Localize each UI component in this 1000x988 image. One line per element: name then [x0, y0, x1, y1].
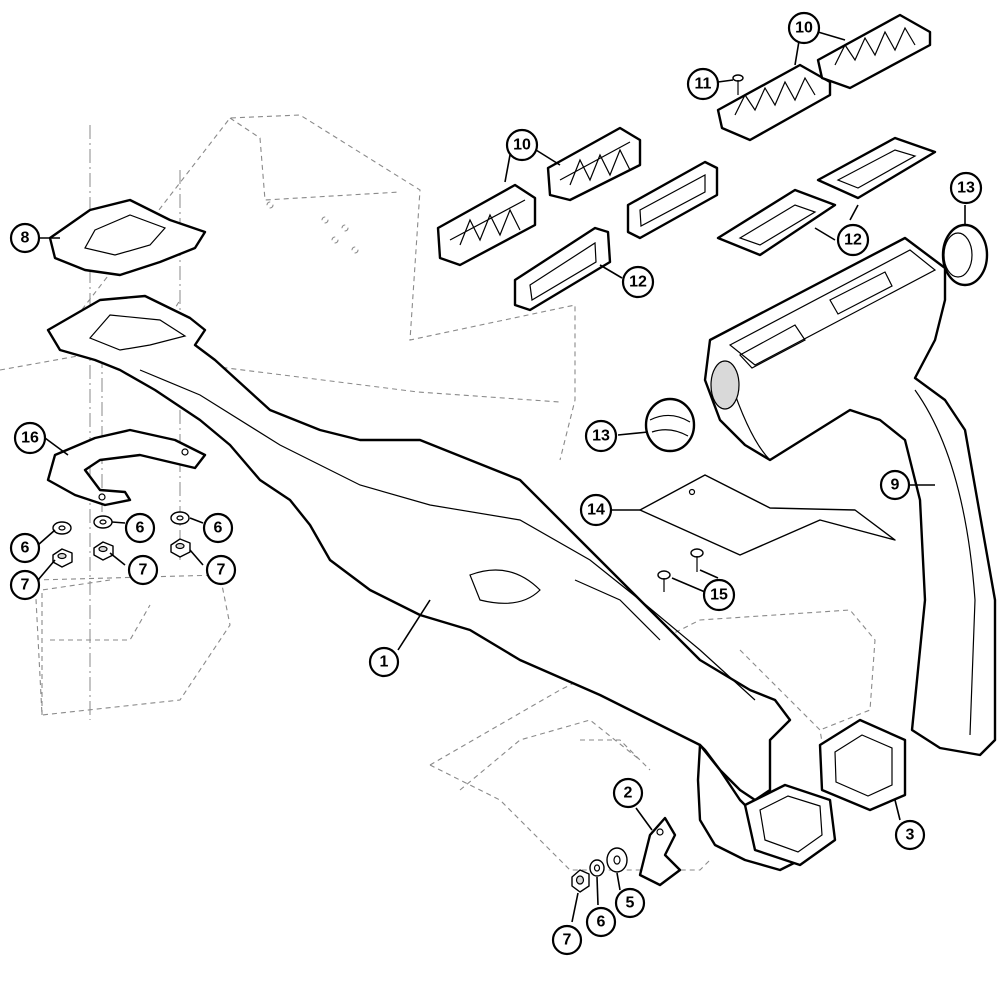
main-floor-duct: [46, 294, 802, 872]
callout-13: 13: [949, 171, 983, 205]
callout-9: 9: [879, 469, 911, 501]
callout-8: 8: [9, 222, 41, 254]
svg-text:7: 7: [21, 577, 30, 594]
svg-text:12: 12: [629, 274, 647, 291]
callout-7: 7: [551, 924, 583, 956]
callout-6: 6: [585, 906, 617, 938]
svg-text:3: 3: [906, 827, 915, 844]
outlet-bezel-3: [743, 718, 907, 867]
callout-11: 11: [686, 67, 720, 101]
svg-text:6: 6: [136, 520, 145, 537]
callout-14: 14: [579, 493, 613, 527]
svg-text:5: 5: [626, 895, 635, 912]
svg-text:6: 6: [597, 914, 606, 931]
vent-gaskets: [513, 136, 937, 312]
callout-6: 6: [124, 512, 156, 544]
callout-1: 1: [368, 646, 400, 678]
vent-louvre-set: [436, 13, 932, 267]
svg-text:6: 6: [214, 520, 223, 537]
svg-text:11: 11: [695, 76, 712, 93]
fastener-set-left: [52, 511, 191, 568]
svg-text:15: 15: [710, 587, 728, 604]
upper-gasket: [48, 198, 207, 277]
callout-10: 10: [787, 11, 821, 45]
bolts-15: [657, 548, 704, 592]
callout-10: 10: [505, 128, 539, 162]
callout-7: 7: [127, 554, 159, 586]
svg-text:7: 7: [139, 562, 148, 579]
svg-text:7: 7: [217, 562, 226, 579]
svg-text:13: 13: [592, 428, 610, 445]
callout-7: 7: [205, 554, 237, 586]
callout-5: 5: [614, 887, 646, 919]
leader-lines: [37, 31, 966, 923]
callout-6: 6: [202, 512, 234, 544]
fastener-set-right: [571, 847, 628, 893]
screw-11: [732, 74, 744, 95]
callout-13: 13: [584, 419, 618, 453]
svg-text:13: 13: [957, 180, 975, 197]
svg-text:1: 1: [380, 654, 389, 671]
svg-text:14: 14: [587, 502, 605, 519]
callout-16: 16: [13, 421, 47, 455]
callout-7: 7: [9, 569, 41, 601]
callout-3: 3: [894, 819, 926, 851]
callout-6: 6: [9, 532, 41, 564]
svg-text:7: 7: [563, 932, 572, 949]
svg-text:6: 6: [21, 540, 30, 557]
upper-console-duct: [703, 236, 997, 757]
svg-text:10: 10: [513, 137, 531, 154]
svg-text:10: 10: [795, 20, 813, 37]
callout-12: 12: [836, 223, 870, 257]
svg-text:16: 16: [21, 430, 39, 447]
svg-text:9: 9: [891, 477, 900, 494]
callout-12: 12: [621, 265, 655, 299]
callout-15: 15: [702, 578, 736, 612]
svg-text:2: 2: [624, 785, 633, 802]
svg-text:12: 12: [844, 232, 862, 249]
mounting-bracket: [46, 428, 207, 507]
callout-2: 2: [612, 777, 644, 809]
clip-2: [638, 816, 682, 887]
svg-text:8: 8: [21, 230, 30, 247]
floor-mat-sheet: [639, 474, 896, 556]
